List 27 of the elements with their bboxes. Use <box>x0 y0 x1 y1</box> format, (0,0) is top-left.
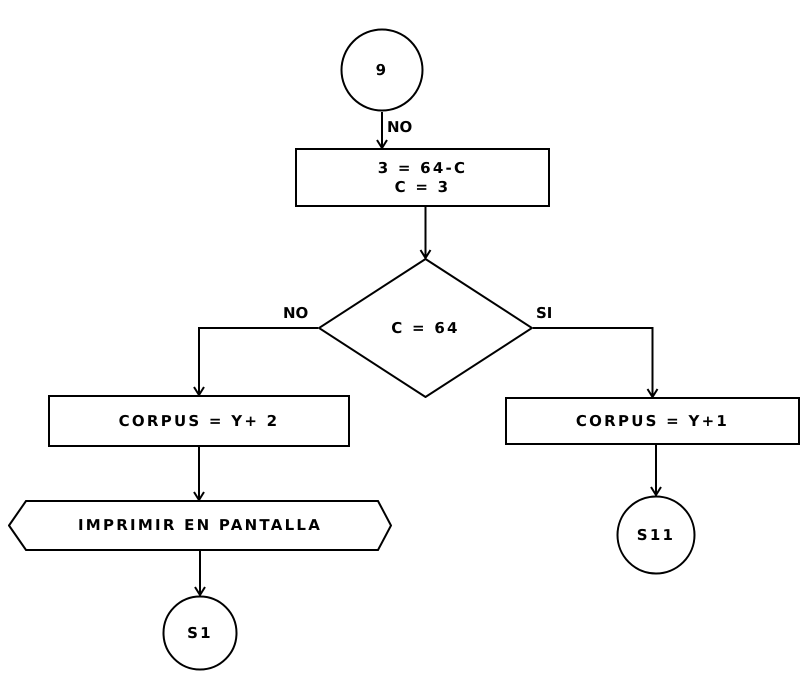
node-text: S11 <box>636 526 676 544</box>
decision-diamond <box>318 258 533 398</box>
arrow <box>420 207 432 259</box>
arrow <box>193 447 205 501</box>
arrow <box>650 445 662 496</box>
connector-circle <box>162 595 238 671</box>
arrow <box>376 112 388 149</box>
edge-label: NO <box>386 120 414 135</box>
edge-label: NO <box>282 306 310 321</box>
node-text: CORPUS = Y+1 <box>576 412 730 430</box>
node-text: CORPUS = Y+ 2 <box>118 412 280 430</box>
node-text: C = 3 <box>394 178 450 196</box>
arrow <box>194 551 206 596</box>
connector-circle <box>616 495 696 575</box>
process-box <box>505 397 800 445</box>
edge-label: SI <box>535 306 554 321</box>
node-text: 3 = 64-C <box>378 158 468 178</box>
node-text: 9 <box>376 60 388 80</box>
process-box <box>295 148 550 207</box>
process-box <box>48 395 350 447</box>
node-text: C = 64 <box>391 318 460 338</box>
arrow <box>533 327 658 398</box>
display-shape <box>8 500 392 551</box>
node-text: S1 <box>187 624 213 642</box>
connector-circle <box>340 28 424 112</box>
node-text: IMPRIMIR EN PANTALLA <box>78 516 322 535</box>
arrow <box>193 327 318 396</box>
